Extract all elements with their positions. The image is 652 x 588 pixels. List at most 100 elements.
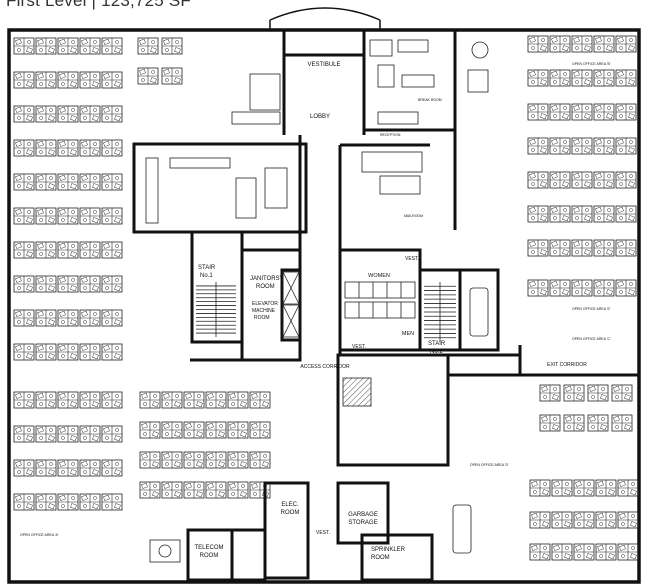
workstation (529, 543, 551, 561)
workstation (551, 511, 573, 529)
workstation (101, 241, 123, 259)
workstation (593, 35, 615, 53)
room-label: MACHINE (252, 308, 276, 314)
workstation (227, 421, 249, 439)
workstation (137, 37, 159, 55)
workstation (35, 241, 57, 259)
corridor-label: EXIT CORRIDOR (547, 362, 587, 368)
room-label: GARBAGE (348, 512, 378, 518)
workstation (205, 421, 227, 439)
workstation (35, 425, 57, 443)
workstation (571, 171, 593, 189)
workstation (549, 103, 571, 121)
workstation (79, 425, 101, 443)
workstation (539, 414, 561, 432)
room-label: BREAK ROOM (418, 98, 442, 102)
workstation (13, 493, 35, 511)
workstation (79, 459, 101, 477)
workstation (101, 425, 123, 443)
workstation (35, 37, 57, 55)
workstation (13, 343, 35, 361)
room-label: TELECOM (194, 545, 223, 551)
workstation (79, 275, 101, 293)
workstation (205, 451, 227, 469)
workstation (161, 37, 183, 55)
workstation (595, 543, 617, 561)
workstation (595, 511, 617, 529)
workstation (101, 71, 123, 89)
page-title: First Level | 123,725 SF (6, 0, 191, 10)
workstation (13, 309, 35, 327)
workstation (529, 479, 551, 497)
room-label: ROOM (371, 555, 390, 561)
room-label: No.2 (430, 349, 443, 355)
room-label: WOMEN (368, 273, 390, 279)
workstation (13, 139, 35, 157)
workstation (101, 493, 123, 511)
workstation (587, 384, 609, 402)
workstation (13, 207, 35, 225)
workstation (527, 239, 549, 257)
workstation (615, 205, 637, 223)
workstation (615, 279, 637, 297)
workstation (35, 309, 57, 327)
workstation (57, 173, 79, 191)
workstation (35, 343, 57, 361)
room-details (145, 39, 489, 563)
workstation (593, 205, 615, 223)
workstation (617, 543, 639, 561)
room-label: VEST. (352, 344, 366, 350)
building-shell (7, 7, 641, 584)
workstation (527, 205, 549, 223)
workstation (617, 511, 639, 529)
workstation (13, 275, 35, 293)
workstation (571, 205, 593, 223)
workstation (35, 493, 57, 511)
workstation (161, 451, 183, 469)
workstation (615, 69, 637, 87)
workstation (549, 69, 571, 87)
workstation (551, 543, 573, 561)
workstation (615, 103, 637, 121)
workstation (79, 391, 101, 409)
workstation (551, 479, 573, 497)
workstation (573, 479, 595, 497)
room-label: VESTIBULE (307, 62, 340, 68)
workstation (549, 171, 571, 189)
workstation (571, 279, 593, 297)
workstation (101, 173, 123, 191)
workstation (161, 481, 183, 499)
workstation (35, 275, 57, 293)
workstation (205, 391, 227, 409)
core-walls (132, 30, 639, 582)
workstation (563, 384, 585, 402)
workstation (563, 414, 585, 432)
workstation (249, 421, 271, 439)
workstation (57, 241, 79, 259)
workstation (57, 105, 79, 123)
room-label: LOBBY (310, 114, 330, 120)
workstation (13, 241, 35, 259)
workstation (161, 391, 183, 409)
workstation (527, 279, 549, 297)
workstation (101, 343, 123, 361)
workstation (79, 37, 101, 55)
workstation (101, 105, 123, 123)
workstation (35, 391, 57, 409)
workstation (139, 421, 161, 439)
workstation (13, 425, 35, 443)
workstation (593, 171, 615, 189)
area-label: OPEN OFFICE AREA 'B' (572, 62, 611, 66)
workstation (57, 207, 79, 225)
workstation (35, 105, 57, 123)
workstation (35, 173, 57, 191)
workstation (79, 493, 101, 511)
room-label: STAIR (428, 341, 446, 347)
workstation (615, 35, 637, 53)
room-label: ELEC. (281, 502, 299, 508)
workstation (101, 459, 123, 477)
workstation (79, 139, 101, 157)
workstation (571, 103, 593, 121)
workstation (615, 137, 637, 155)
room-label: No.1 (200, 273, 213, 279)
